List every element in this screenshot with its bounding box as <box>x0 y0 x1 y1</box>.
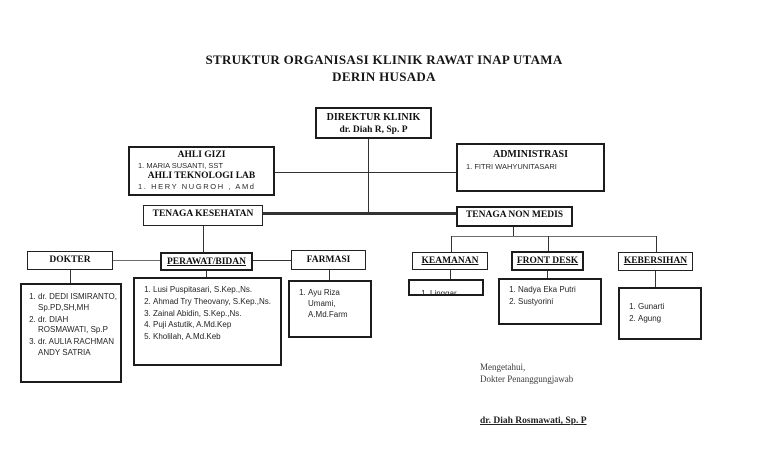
administrasi-box: ADMINISTRASI 1. FITRI WAHYUNITASARI <box>456 143 605 192</box>
connector-nonmedis-down <box>513 226 514 237</box>
connector-kebersihan-members <box>655 271 656 288</box>
tenaga-non-medis-box: TENAGA NON MEDIS <box>456 206 573 227</box>
page-title: STRUKTUR ORGANISASI KLINIK RAWAT INAP UT… <box>0 52 768 86</box>
connector-keamanan-members <box>450 268 451 280</box>
member-item: dr. AULIA RACHMAN ANDY SATRIA <box>38 337 118 359</box>
footer-signature: dr. Diah Rosmawati, Sp. P <box>480 416 587 426</box>
keamanan-label: KEAMANAN <box>421 256 479 266</box>
dokter-label: DOKTER <box>49 255 91 265</box>
dokter-members-list: dr. DEDI ISMIRANTO, Sp.PD,SH,MHdr. DIAH … <box>24 292 118 359</box>
connector-direktur-down <box>368 138 369 215</box>
connector-ahli-admin <box>275 172 457 173</box>
keamanan-members-list: Linggar <box>416 289 480 294</box>
member-item: Lusi Puspitasari, S.Kep.,Ns. <box>153 285 278 296</box>
connector-frontdesk-members <box>547 271 548 279</box>
tenaga-non-medis-label: TENAGA NON MEDIS <box>465 210 564 220</box>
kebersihan-members-box: GunartiAgung <box>618 287 702 340</box>
page-title-line2: DERIN HUSADA <box>332 68 436 84</box>
front-desk-label: FRONT DESK <box>516 256 579 266</box>
administrasi-heading: ADMINISTRASI <box>492 149 568 160</box>
connector-farmasi-members <box>329 268 330 281</box>
page-title-line1: STRUKTUR ORGANISASI KLINIK RAWAT INAP UT… <box>205 52 563 67</box>
member-item: Sustyorini <box>518 297 598 308</box>
connector-perawat-members <box>206 270 207 278</box>
member-item: dr. DEDI ISMIRANTO, Sp.PD,SH,MH <box>38 292 118 314</box>
tenaga-kesehatan-label: TENAGA KESEHATAN <box>152 209 254 219</box>
ahli-lab-heading: AHLI TEKNOLOGI LAB <box>147 170 256 181</box>
member-item: dr. DIAH ROSMAWATI, Sp.P <box>38 315 118 337</box>
member-item: Nadya Eka Putri <box>518 285 598 296</box>
connector-branch-frontdesk <box>548 236 549 251</box>
direktur-box: DIREKTUR KLINIK dr. Diah R, Sp. P <box>315 107 432 139</box>
connector-perawat-farmasi <box>253 260 291 261</box>
dokter-members-box: dr. DEDI ISMIRANTO, Sp.PD,SH,MHdr. DIAH … <box>20 283 122 383</box>
farmasi-members-box: Ayu Riza Umami, A.Md.Farm <box>288 280 372 338</box>
connector-kesehatan-down <box>203 225 204 252</box>
ahli-gizi-heading: AHLI GIZI <box>177 150 226 160</box>
perawat-bidan-members-box: Lusi Puspitasari, S.Kep.,Ns.Ahmad Try Th… <box>133 277 282 366</box>
footer-note-line2: Dokter Penanggungjawab <box>480 374 574 385</box>
connector-branch-keamanan <box>451 236 452 252</box>
front-desk-members-list: Nadya Eka PutriSustyorini <box>504 285 598 308</box>
footer-note-line1: Mengetahui, <box>480 362 526 372</box>
ahli-gizi-member: 1. MARIA SUSANTI, SST <box>138 160 224 170</box>
farmasi-members-list: Ayu Riza Umami, A.Md.Farm <box>294 288 364 320</box>
member-item: Linggar <box>430 289 480 294</box>
farmasi-header-box: FARMASI <box>291 250 366 270</box>
perawat-bidan-label: PERAWAT/BIDAN <box>166 257 246 267</box>
direktur-title: DIREKTUR KLINIK <box>326 112 421 123</box>
ahli-box: AHLI GIZI 1. MARIA SUSANTI, SST AHLI TEK… <box>128 146 275 196</box>
connector-nonmedis-branch <box>451 236 657 237</box>
keamanan-header-box: KEAMANAN <box>412 252 488 270</box>
dokter-header-box: DOKTER <box>27 251 113 270</box>
connector-dokter-members <box>70 269 71 284</box>
member-item: Agung <box>638 314 698 325</box>
administrasi-member: 1. FITRI WAHYUNITASARI <box>466 161 557 171</box>
member-item: Gunarti <box>638 302 698 313</box>
member-item: Ayu Riza Umami, A.Md.Farm <box>308 288 364 320</box>
perawat-bidan-members-list: Lusi Puspitasari, S.Kep.,Ns.Ahmad Try Th… <box>139 285 278 343</box>
kebersihan-members-list: GunartiAgung <box>624 302 698 325</box>
footer-note: Mengetahui, Dokter Penanggungjawab <box>480 361 573 385</box>
front-desk-header-box: FRONT DESK <box>511 251 584 271</box>
member-item: Puji Astutik, A.Md.Kep <box>153 320 278 331</box>
connector-tenaga-thick <box>262 212 457 215</box>
keamanan-members-box: Linggar <box>408 279 484 296</box>
farmasi-label: FARMASI <box>306 255 351 265</box>
front-desk-members-box: Nadya Eka PutriSustyorini <box>498 278 602 325</box>
direktur-name: dr. Diah R, Sp. P <box>339 124 408 135</box>
ahli-lab-member: 1. HERY NUGROH , AMd <box>138 181 256 191</box>
perawat-bidan-header-box: PERAWAT/BIDAN <box>160 252 253 271</box>
member-item: Kholilah, A.Md.Keb <box>153 332 278 343</box>
kebersihan-header-box: KEBERSIHAN <box>618 252 693 271</box>
member-item: Ahmad Try Theovany, S.Kep.,Ns. <box>153 297 278 308</box>
connector-dokter-perawat <box>113 260 160 261</box>
tenaga-kesehatan-box: TENAGA KESEHATAN <box>143 205 263 226</box>
member-item: Zainal Abidin, S.Kep.,Ns. <box>153 309 278 320</box>
kebersihan-label: KEBERSIHAN <box>623 256 688 266</box>
connector-branch-kebersihan <box>656 236 657 252</box>
